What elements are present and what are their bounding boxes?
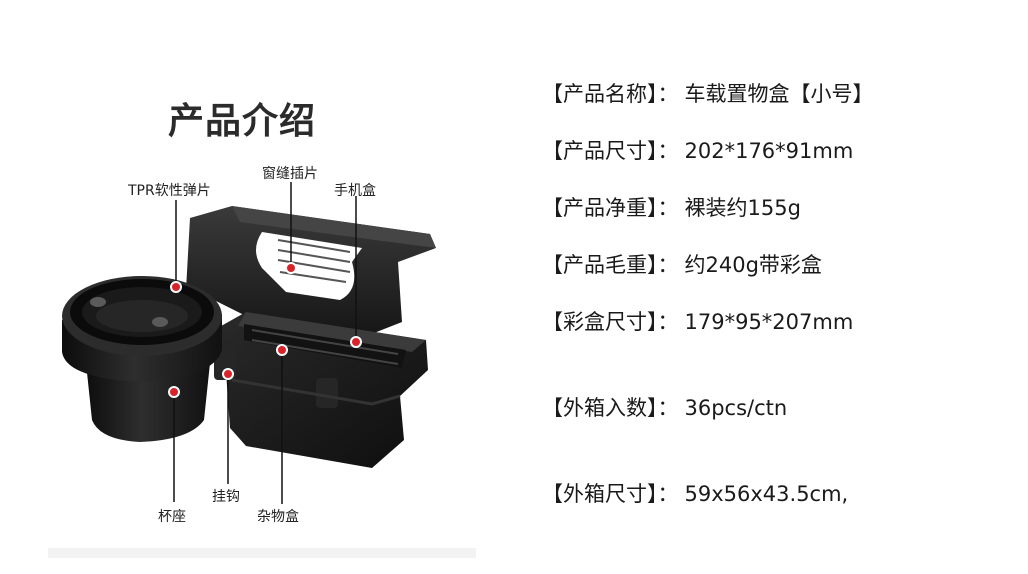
spec-row: 【产品净重】：裸装约155g <box>542 192 801 222</box>
callout-tpr: TPR软性弹片 <box>128 183 211 199</box>
spec-value: 车载置物盒【小号】 <box>684 82 874 106</box>
spec-row: 【产品尺寸】：202*176*91mm <box>542 135 853 165</box>
storage-box-shape <box>214 312 428 468</box>
spec-label: 【产品毛重】 <box>542 253 658 277</box>
marker-phone <box>350 336 362 348</box>
spec-separator: ： <box>657 482 679 506</box>
marker-tpr <box>170 281 182 293</box>
phone-holder-shape <box>186 206 436 340</box>
page-title: 产品介绍 <box>168 101 317 142</box>
callout-markers <box>168 262 362 398</box>
callout-window: 窗缝插片 <box>262 166 318 182</box>
callout-leaders <box>173 182 357 504</box>
spec-separator: ： <box>657 139 679 163</box>
spec-row: 【产品名称】：车载置物盒【小号】 <box>542 78 874 108</box>
spec-label: 【外箱尺寸】 <box>542 482 658 506</box>
spec-separator: ： <box>657 196 679 220</box>
spec-value: 202*176*91mm <box>684 139 854 163</box>
spec-label: 【彩盒尺寸】 <box>542 310 658 334</box>
marker-cup <box>168 386 180 398</box>
spec-row: 【产品毛重】：约240g带彩盒 <box>542 249 822 279</box>
callout-cup: 杯座 <box>158 509 186 525</box>
cup-holder-shape <box>62 276 222 442</box>
marker-storage <box>276 344 288 356</box>
marker-window <box>285 262 297 274</box>
callout-phone: 手机盒 <box>334 183 376 199</box>
spec-label: 【产品尺寸】 <box>542 139 658 163</box>
spec-value: 裸装约155g <box>684 196 801 220</box>
callout-storage: 杂物盒 <box>257 509 299 525</box>
spec-row: 【彩盒尺寸】：179*95*207mm <box>542 306 853 336</box>
marker-hook <box>222 368 234 380</box>
spec-row: 【外箱尺寸】：59x56x43.5cm, <box>542 478 848 508</box>
spec-row: 【外箱入数】：36pcs/ctn <box>542 392 787 422</box>
panel-floor <box>48 548 476 558</box>
spec-separator: ： <box>657 253 679 277</box>
spec-separator: ： <box>657 396 679 420</box>
spec-value: 59x56x43.5cm, <box>684 482 849 506</box>
spec-value: 179*95*207mm <box>684 310 854 334</box>
spec-label: 【产品名称】 <box>542 82 658 106</box>
spec-label: 【产品净重】 <box>542 196 658 220</box>
spec-value: 36pcs/ctn <box>684 396 788 420</box>
spec-value: 约240g带彩盒 <box>684 253 822 277</box>
callout-hook: 挂钩 <box>212 489 240 505</box>
spec-separator: ： <box>657 82 679 106</box>
spec-separator: ： <box>657 310 679 334</box>
spec-label: 【外箱入数】 <box>542 396 658 420</box>
